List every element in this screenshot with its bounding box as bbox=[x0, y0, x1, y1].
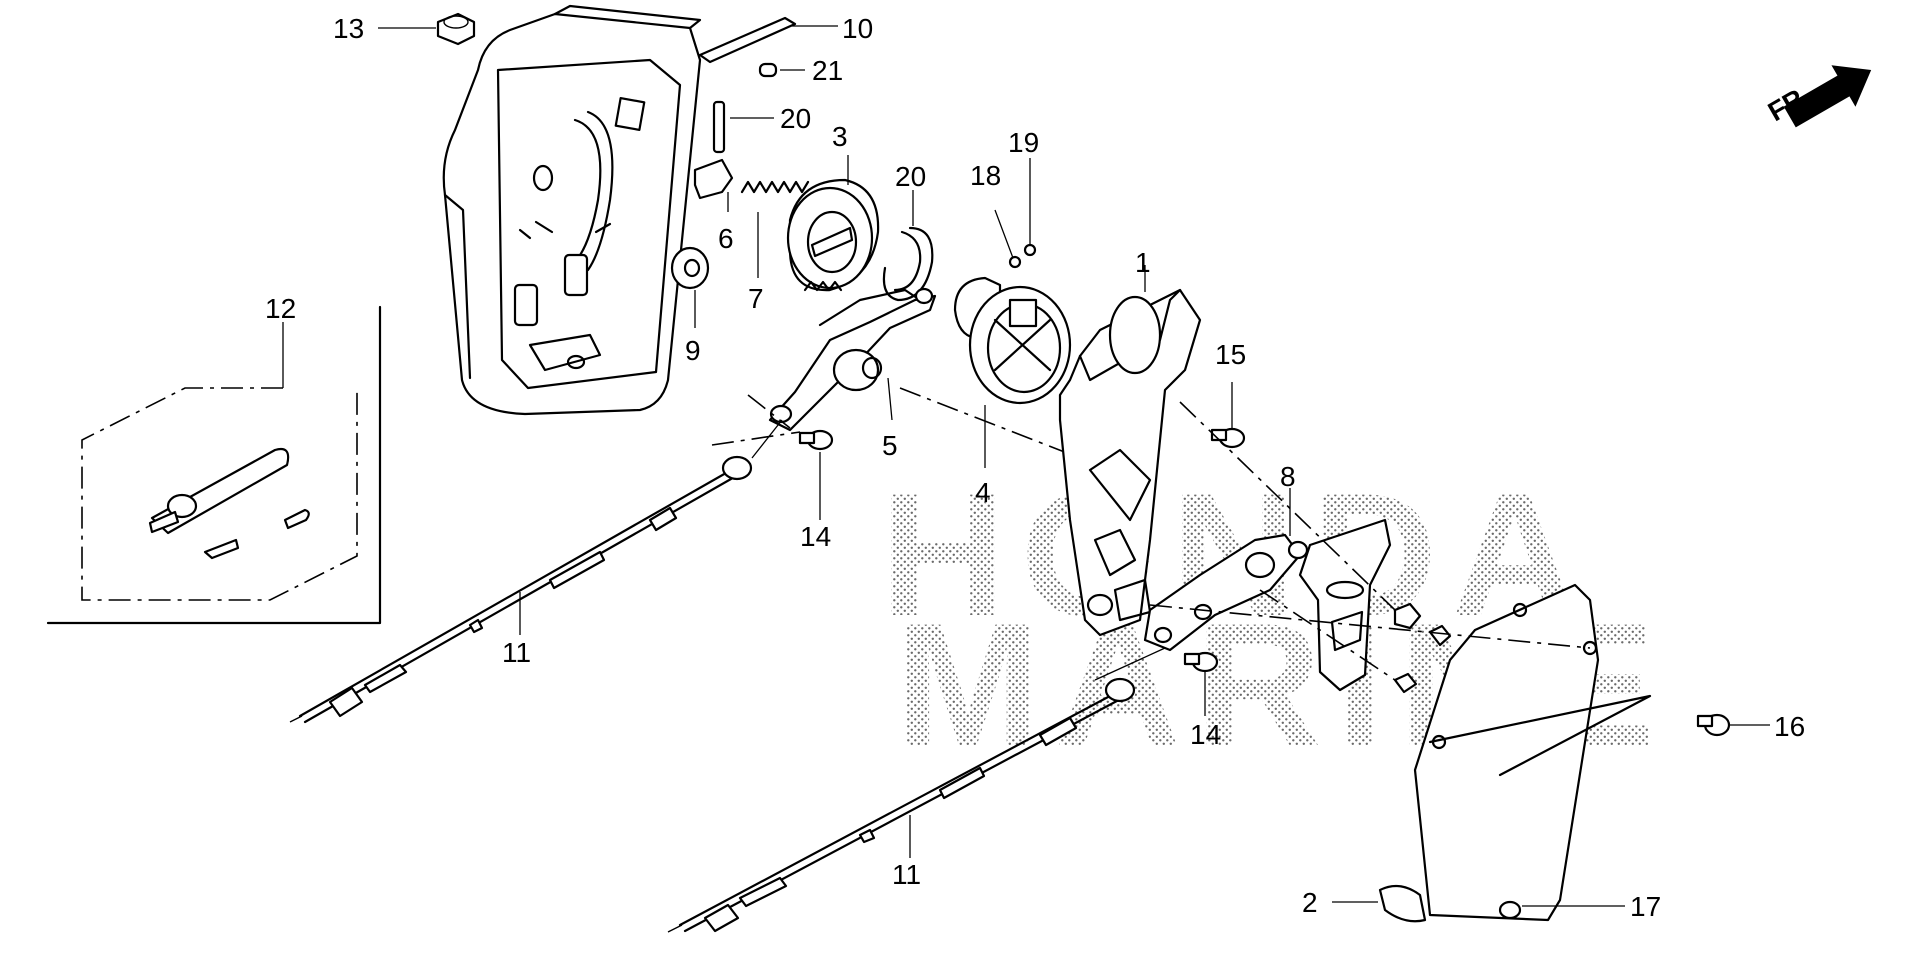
callout-14a: 14 bbox=[800, 521, 831, 552]
lever-plate bbox=[1298, 518, 1392, 692]
callout-3: 3 bbox=[832, 121, 848, 152]
part-3-gear bbox=[786, 155, 880, 292]
part-11-cable-upper bbox=[289, 419, 801, 724]
part-14-screw-upper bbox=[798, 429, 834, 520]
collar-and-bolts bbox=[1179, 401, 1452, 694]
callout-7: 7 bbox=[748, 283, 764, 314]
part-5-lever bbox=[747, 287, 937, 432]
part-18-circlip bbox=[882, 190, 934, 302]
part-10-key bbox=[698, 16, 838, 64]
front-arrow-icon bbox=[1783, 65, 1872, 128]
part-21-pin bbox=[758, 62, 805, 78]
part-16-screw bbox=[1428, 694, 1770, 777]
callout-11b: 11 bbox=[892, 859, 921, 890]
callout-12: 12 bbox=[265, 293, 296, 324]
callout-19: 20 bbox=[780, 103, 811, 134]
callout-10: 10 bbox=[842, 13, 873, 44]
callout-11a: 11 bbox=[502, 637, 531, 668]
part-20-balls bbox=[994, 158, 1037, 269]
callout-20a: 18 bbox=[970, 160, 1001, 191]
callout-8: 8 bbox=[1280, 461, 1296, 492]
part-2-clip bbox=[1332, 884, 1427, 923]
callout-5: 5 bbox=[882, 430, 898, 461]
callout-9: 9 bbox=[685, 335, 701, 366]
callout-2: 2 bbox=[1302, 887, 1318, 918]
part-7-spring bbox=[740, 180, 810, 278]
callout-16: 16 bbox=[1774, 711, 1805, 742]
callout-15: 15 bbox=[1215, 339, 1246, 370]
callout-1: 1 bbox=[1135, 247, 1151, 278]
callout-21: 21 bbox=[812, 55, 843, 86]
part-14-screw-lower bbox=[1183, 651, 1219, 716]
part-12-kit-inset bbox=[46, 305, 382, 625]
part-9-washer bbox=[670, 246, 710, 328]
callout-6: 6 bbox=[718, 223, 734, 254]
front-direction-indicator: FR. bbox=[1763, 65, 1872, 128]
part-13-bolt bbox=[378, 12, 476, 46]
part-8-bracket bbox=[1143, 488, 1309, 652]
left-case-housing bbox=[442, 4, 702, 416]
callout-17: 17 bbox=[1630, 891, 1661, 922]
part-19-pin bbox=[712, 100, 774, 154]
part-6-clip bbox=[693, 158, 734, 212]
callout-4: 4 bbox=[975, 477, 991, 508]
callout-20b: 19 bbox=[1008, 127, 1039, 158]
part-11-cable-lower bbox=[667, 647, 1166, 933]
right-cover bbox=[1149, 583, 1600, 922]
part-17-grommet bbox=[1498, 900, 1625, 920]
part-4-drum bbox=[899, 276, 1081, 468]
callout-13: 13 bbox=[333, 13, 364, 44]
part-1-plate bbox=[1058, 265, 1202, 637]
callout-18: 20 bbox=[895, 161, 926, 192]
callout-14b: 14 bbox=[1190, 719, 1221, 750]
callout-labels: 13 10 21 20 3 20 19 18 6 7 1 12 9 15 5 8… bbox=[265, 13, 1805, 922]
